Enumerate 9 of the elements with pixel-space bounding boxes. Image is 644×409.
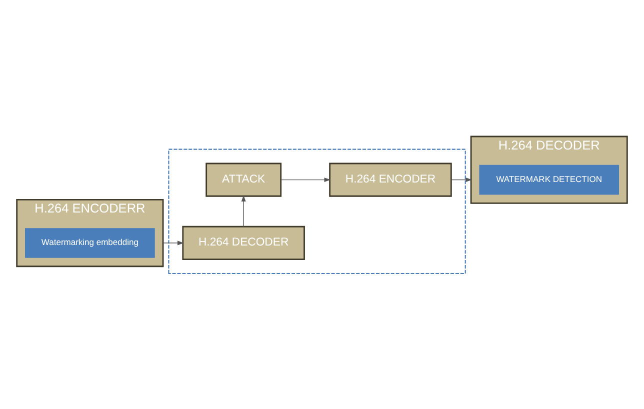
- node-box: ATTACK: [206, 162, 282, 196]
- arrow: [162, 240, 184, 245]
- node-box: H.264 ENCODER: [329, 162, 452, 196]
- arrow: [450, 177, 472, 182]
- node-box: WATERMARK DETECTION: [479, 164, 619, 194]
- node-box: H.264 DECODER: [182, 225, 305, 260]
- arrow: [241, 194, 246, 226]
- node-box: Watermarking embedding: [25, 228, 155, 258]
- arrow: [280, 177, 331, 182]
